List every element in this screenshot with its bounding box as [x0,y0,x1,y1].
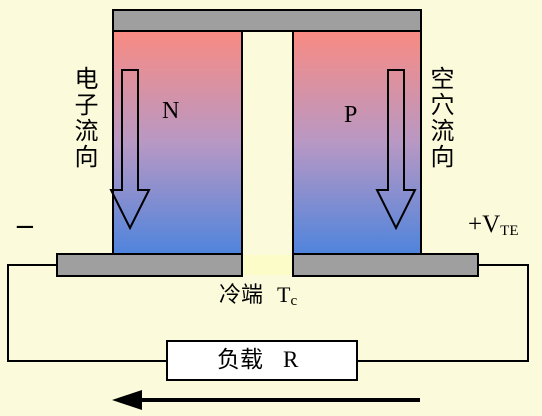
p-type-label: P [344,102,358,128]
temp-subscript: c [290,293,298,309]
hole-flow-arrow [375,69,417,231]
bottom-electrode-left [56,253,243,277]
current-arrow-head [112,390,142,410]
circuit-wire-left [7,264,167,362]
load-label: 负载 R [217,348,298,372]
cold-end-text: 冷端 [219,283,264,308]
top-electrode [112,9,422,32]
electron-flow-arrow [109,69,151,231]
load-resistor [166,340,358,381]
electron-flow-label: 电子流向 [70,66,98,170]
temp-symbol: T [277,282,291,307]
load-text: 负载 [217,347,263,373]
plus-v-text: +V [468,211,501,238]
p-type-leg [292,30,422,255]
bottom-electrode-right [292,253,479,277]
plus-v-subscript: TE [500,223,519,239]
cold-end-gap [243,255,292,275]
negative-terminal-label: − [14,212,36,242]
positive-terminal-label: +VTE [468,212,518,239]
load-symbol: R [283,347,299,372]
n-type-label: N [162,98,180,124]
n-type-leg [112,30,243,255]
hole-flow-label: 空穴流向 [426,66,454,170]
cold-end-label: 冷端 Tc [219,284,297,309]
circuit-wire-right [357,264,529,362]
